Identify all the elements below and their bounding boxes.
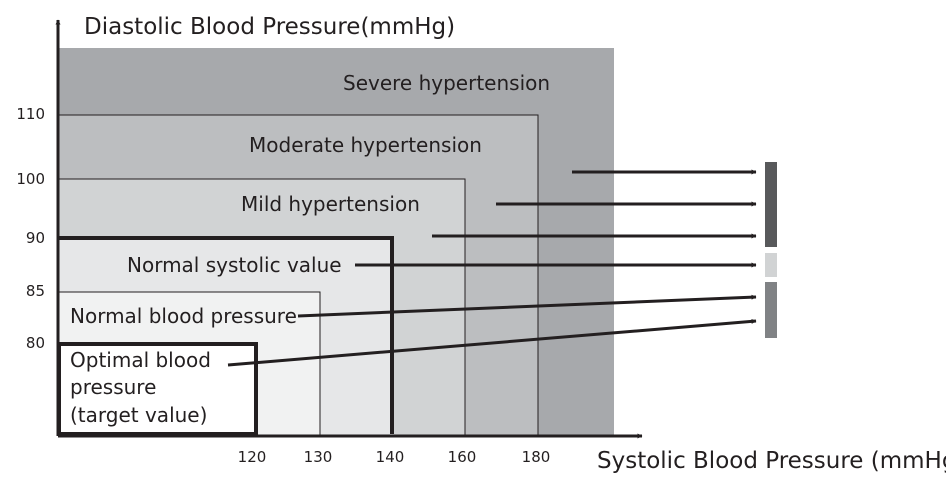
border-moderate [58,114,539,436]
border-normal [58,291,321,436]
label-moderate-hypertension: Moderate hypertension [249,133,482,157]
label-optimal-line-1: Optimal blood [70,348,211,372]
indicator-bar-hypertension [765,162,777,247]
y-tick-90: 90 [26,229,45,247]
border-mild [58,178,466,436]
label-optimal-line-3: (target value) [70,403,207,427]
y-axis-title: Diastolic Blood Pressure(mmHg) [84,14,455,40]
y-tick-80: 80 [26,334,45,352]
y-tick-85: 85 [26,282,45,300]
x-tick-180: 180 [522,448,551,466]
x-tick-160: 160 [448,448,477,466]
arrow-optimal [227,318,757,367]
arrow-normal-blood-pressure [297,294,757,318]
indicator-bar-normal-systolic [765,253,777,277]
label-optimal-line-2: pressure [70,375,156,399]
x-tick-120: 120 [238,448,267,466]
x-tick-130: 130 [304,448,333,466]
indicator-bar-normal-optimal [765,282,777,338]
label-normal-systolic: Normal systolic value [127,253,342,277]
y-tick-100: 100 [16,170,45,188]
x-axis-title: Systolic Blood Pressure (mmHg) [597,448,946,474]
label-mild-hypertension: Mild hypertension [241,192,420,216]
frame-normal-systolic [58,236,394,434]
zone-optimal-blood-pressure [58,344,256,436]
x-tick-140: 140 [376,448,405,466]
label-normal-blood-pressure: Normal blood pressure [70,304,297,328]
y-tick-110: 110 [16,105,45,123]
label-severe-hypertension: Severe hypertension [343,71,550,95]
